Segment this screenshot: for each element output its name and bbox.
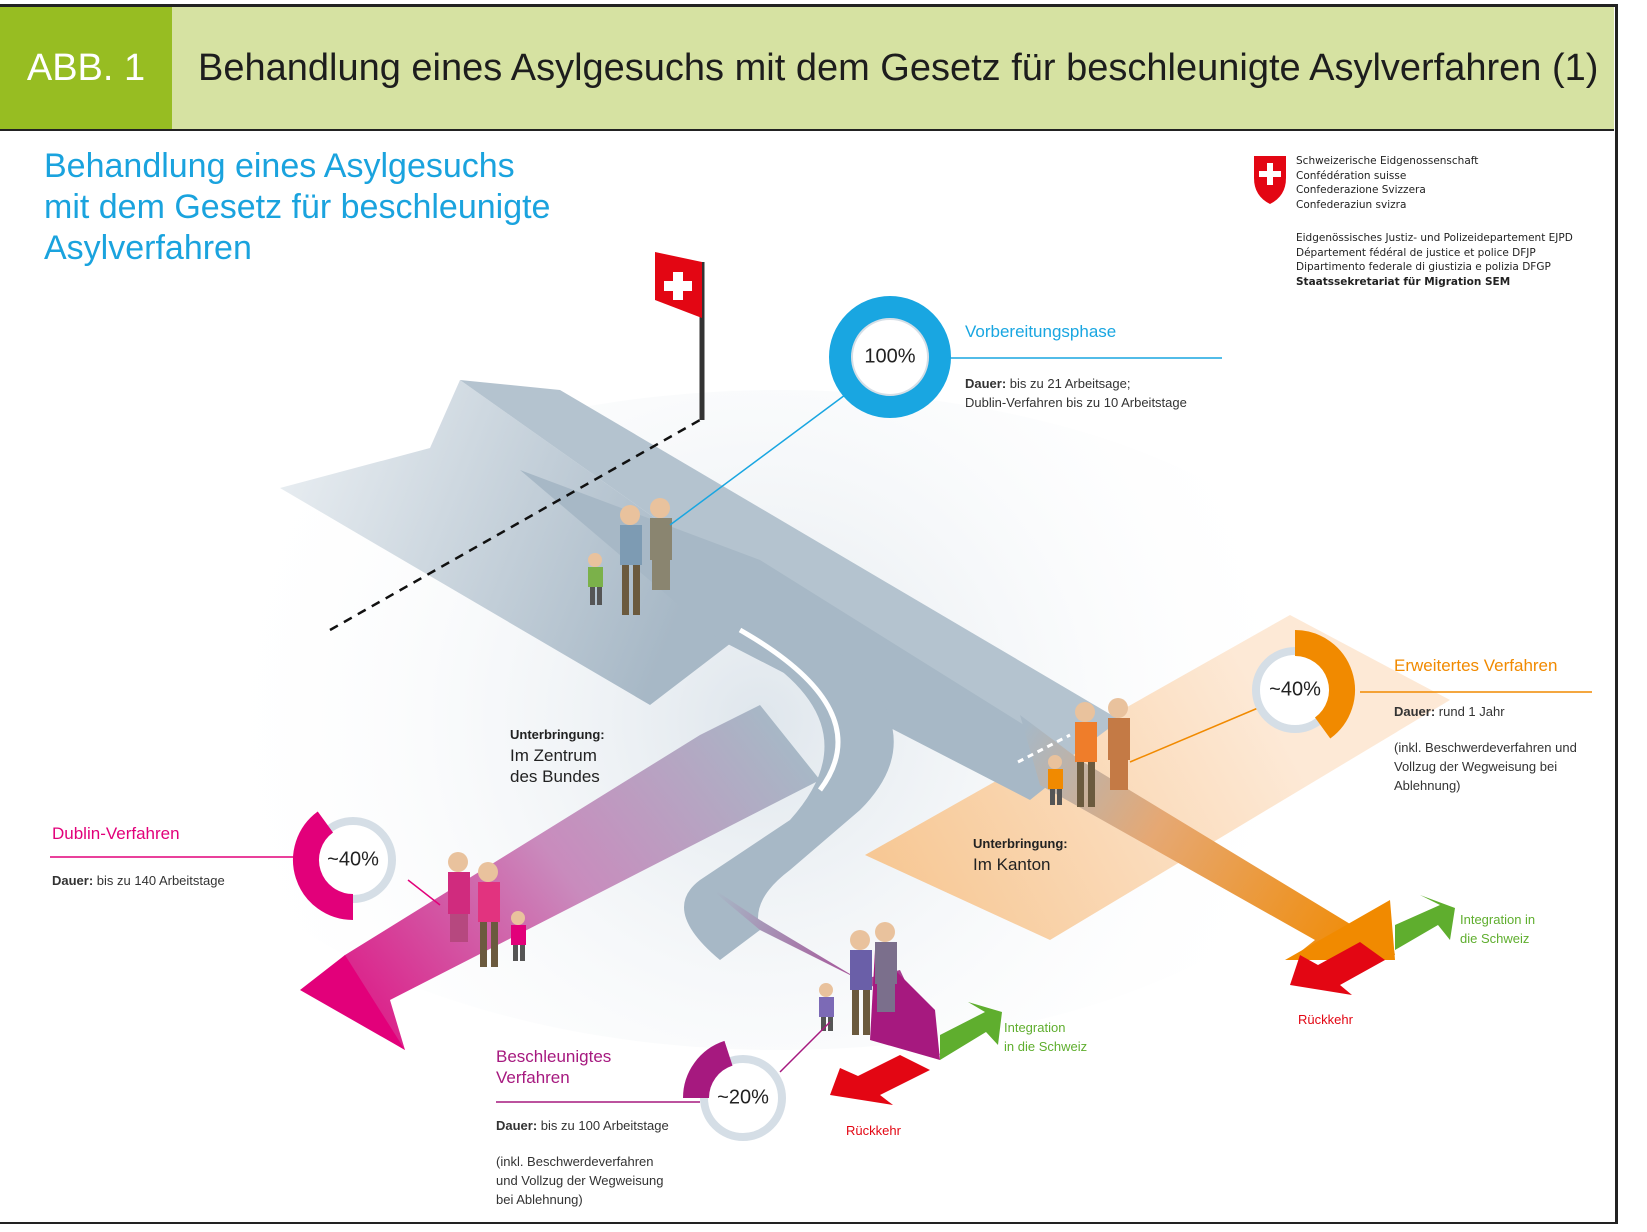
- duration-preparation: Dauer: bis zu 21 Arbeitsage; Dublin-Verf…: [965, 376, 1187, 410]
- family-preparation-icon: [588, 498, 672, 615]
- canton-border: [1017, 733, 1071, 764]
- label-return-right: Rückkehr: [1298, 1012, 1353, 1027]
- label-integration-right: Integration in die Schweiz: [1460, 912, 1536, 946]
- duration-accelerated: Dauer: bis zu 100 Arbeitstage: [496, 1118, 669, 1133]
- title-dublin: Dublin-Verfahren: [52, 824, 180, 843]
- border-line: [329, 418, 701, 632]
- connector-dublin: [407, 879, 441, 906]
- accommodation-federal: Unterbringung: Im Zentrum des Bundes: [510, 727, 605, 786]
- diagram-title: Behandlung eines Asylgesuchs mit dem Ges…: [44, 147, 551, 267]
- donut-accelerated: [683, 1040, 734, 1099]
- donut-extended: [1294, 630, 1355, 739]
- logo-department: Eidgenössisches Justiz- und Polizeidepar…: [1296, 232, 1573, 288]
- arrow-integration-mid: [940, 1002, 1002, 1060]
- arrowhead-dublin: [300, 955, 405, 1050]
- percent-extended: ~40%: [1269, 678, 1321, 701]
- family-dublin-icon: [448, 852, 526, 967]
- connector-extended: [1129, 707, 1259, 763]
- percent-preparation: 100%: [864, 345, 916, 368]
- title-extended: Erweitertes Verfahren: [1394, 656, 1558, 675]
- connector-preparation: [669, 394, 846, 526]
- figure-title: Behandlung eines Asylgesuchs mit dem Ges…: [198, 46, 1599, 89]
- donut-preparation: [829, 296, 951, 418]
- logo-confederation: Schweizerische Eidgenossenschaft Confédé…: [1296, 155, 1479, 211]
- note-extended: (inkl. Beschwerdeverfahren und Vollzug d…: [1394, 740, 1577, 793]
- note-accelerated: (inkl. Beschwerdeverfahren und Vollzug d…: [496, 1154, 664, 1207]
- flag-cross-h: [664, 281, 692, 291]
- emblem-cross-h: [1259, 171, 1281, 177]
- percent-dublin: ~40%: [327, 848, 379, 871]
- family-accelerated-icon: [819, 922, 897, 1035]
- duration-dublin: Dauer: bis zu 140 Arbeitstage: [52, 873, 225, 888]
- family-extended-icon: [1048, 698, 1130, 807]
- accommodation-canton: Unterbringung: Im Kanton: [973, 836, 1068, 874]
- label-integration-mid: Integration in die Schweiz: [1004, 1020, 1088, 1054]
- arrow-return-mid: [830, 1055, 930, 1105]
- arrow-return-right: [1290, 942, 1385, 995]
- arrowhead-extended: [1285, 900, 1395, 960]
- percent-accelerated: ~20%: [717, 1086, 769, 1109]
- arrow-dublin: [305, 705, 820, 1050]
- donut-dublin: [293, 811, 354, 920]
- road-center-line: [738, 627, 841, 792]
- connector-accelerated: [779, 1021, 831, 1073]
- arrow-accelerated: [700, 880, 940, 1055]
- road-preparation: [280, 380, 735, 705]
- title-preparation: Vorbereitungsphase: [965, 322, 1117, 341]
- figure-header: ABB. 1 Behandlung eines Asylgesuchs mit …: [0, 7, 1614, 131]
- road-main-band: [460, 380, 1120, 765]
- figure-frame: [0, 4, 1618, 1224]
- arrow-integration-right: [1395, 895, 1455, 950]
- label-return-mid: Rückkehr: [846, 1123, 901, 1138]
- arrow-extended: [1020, 715, 1395, 960]
- figure-badge: ABB. 1: [0, 7, 172, 129]
- road-curve: [684, 625, 894, 960]
- title-accelerated: Beschleunigtes Verfahren: [496, 1047, 612, 1087]
- duration-extended: Dauer: rund 1 Jahr: [1394, 704, 1505, 719]
